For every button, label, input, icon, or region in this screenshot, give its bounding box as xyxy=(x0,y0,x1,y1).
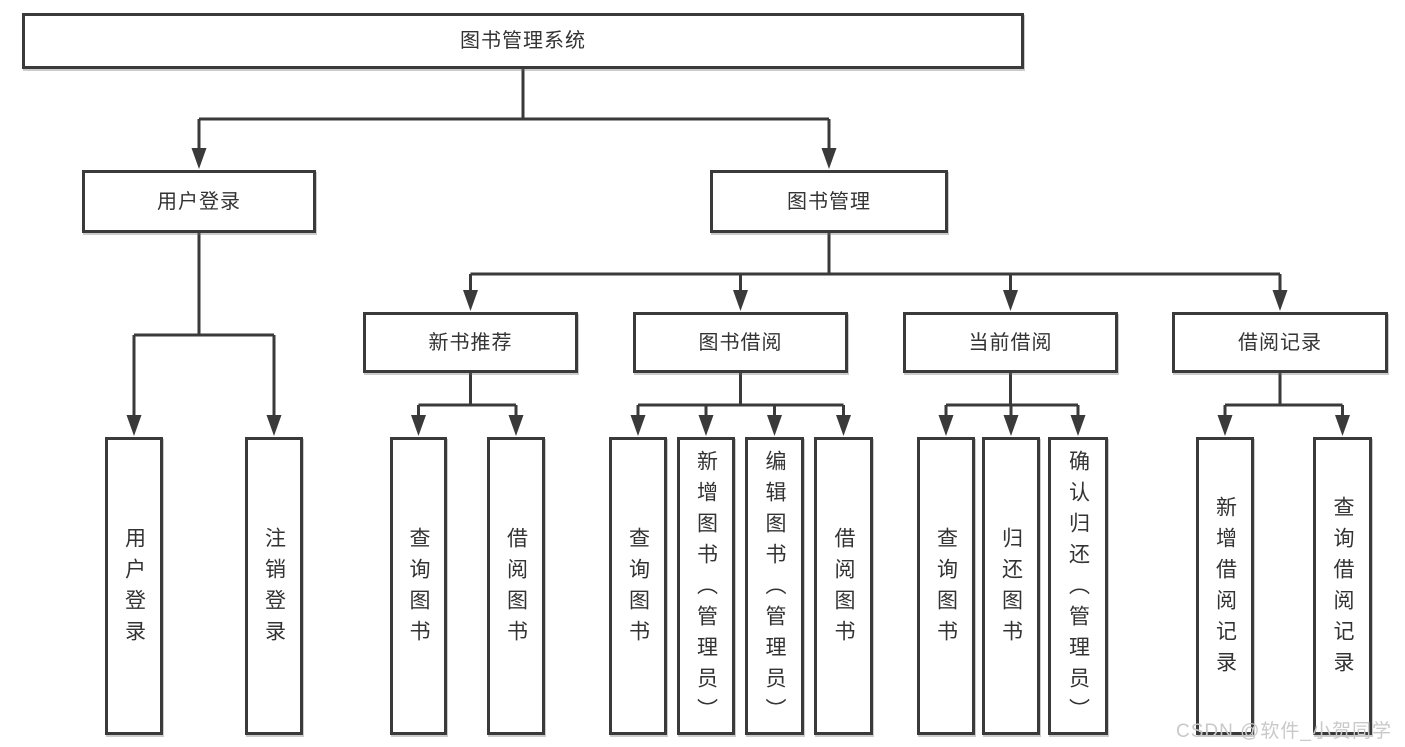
arrowhead-icon xyxy=(411,415,426,436)
node-leaf-nr-query: 查询图书 xyxy=(390,437,447,735)
node-leaf-br-add: 新增借阅记录 xyxy=(1196,437,1254,735)
arrowhead-icon xyxy=(126,415,142,436)
node-user-login: 用户登录 xyxy=(82,170,316,233)
arrowhead-icon xyxy=(698,415,714,436)
arrowhead-icon xyxy=(767,415,782,436)
node-leaf-bb-edit: 编辑图书（管理员） xyxy=(745,437,804,735)
arrowhead-icon xyxy=(821,148,837,169)
node-leaf-logout: 注销登录 xyxy=(245,437,303,735)
node-root: 图书管理系统 xyxy=(22,13,1024,69)
node-book-borrow: 图书借阅 xyxy=(633,312,848,373)
node-leaf-cb-query: 查询图书 xyxy=(917,437,975,735)
node-leaf-cb-return: 归还图书 xyxy=(982,437,1040,735)
arrowhead-icon xyxy=(1335,415,1350,436)
node-leaf-bb-query: 查询图书 xyxy=(609,437,667,735)
node-leaf-nr-borrow: 借阅图书 xyxy=(487,437,545,735)
node-leaf-cb-confirm: 确认归还（管理员） xyxy=(1048,437,1108,735)
arrowhead-icon xyxy=(1070,415,1086,436)
node-leaf-br-query: 查询借阅记录 xyxy=(1313,437,1372,735)
arrowhead-icon xyxy=(630,415,646,436)
arrowhead-icon xyxy=(266,415,282,436)
arrowhead-icon xyxy=(938,415,954,436)
arrowhead-icon xyxy=(508,415,524,436)
node-leaf-bb-add: 新增图书（管理员） xyxy=(677,437,735,735)
arrowhead-icon xyxy=(191,148,207,169)
node-leaf-bb-borrow: 借阅图书 xyxy=(814,437,873,735)
node-borrow-records: 借阅记录 xyxy=(1172,312,1388,373)
arrowhead-icon xyxy=(463,290,478,311)
watermark: CSDN @软件_小贺同学 xyxy=(1176,721,1392,742)
arrowhead-icon xyxy=(1003,415,1019,436)
arrowhead-icon xyxy=(1003,290,1018,311)
node-book-mgmt: 图书管理 xyxy=(710,170,948,233)
arrowhead-icon xyxy=(733,290,748,311)
arrowhead-icon xyxy=(1272,290,1288,311)
arrowhead-icon xyxy=(1217,415,1233,436)
node-leaf-user-login: 用户登录 xyxy=(105,437,163,735)
arrowhead-icon xyxy=(836,415,851,436)
node-current-borrow: 当前借阅 xyxy=(903,312,1118,373)
node-new-rec: 新书推荐 xyxy=(363,312,578,373)
